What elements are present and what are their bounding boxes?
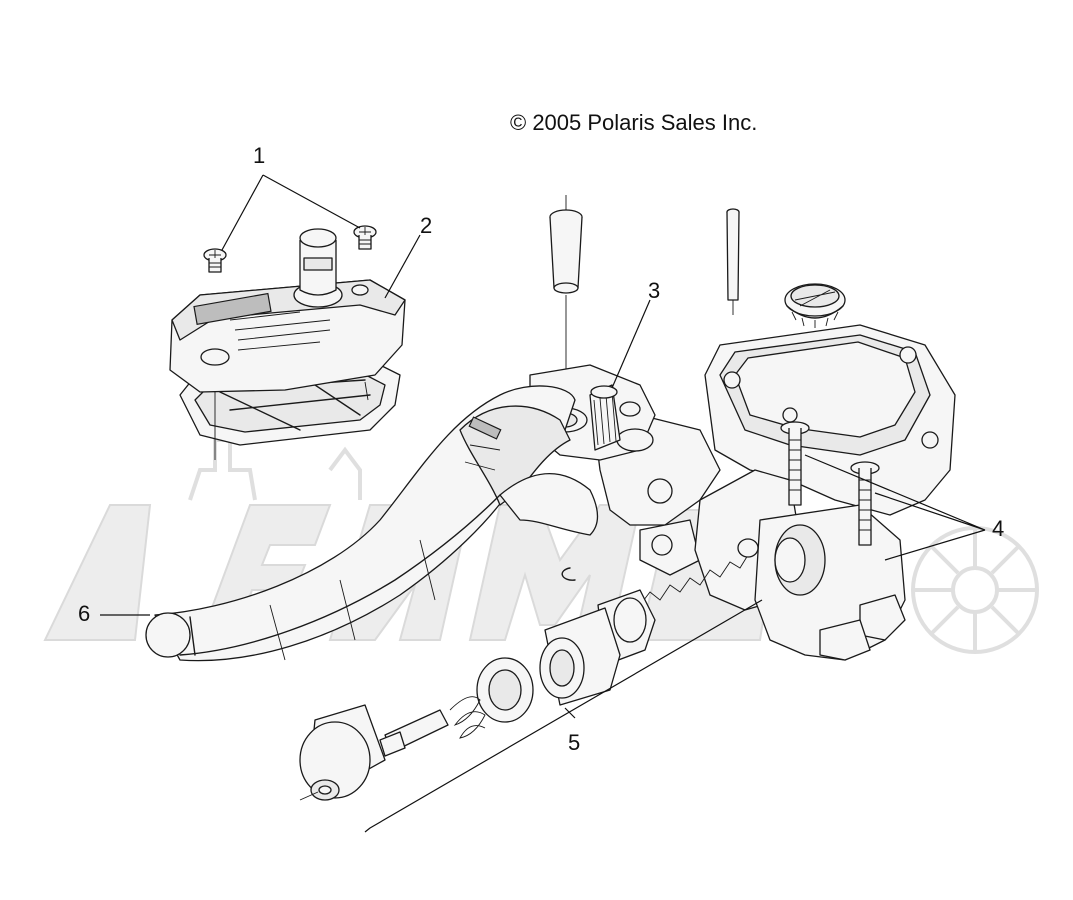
e-clip bbox=[561, 567, 576, 581]
push-rod-pin bbox=[726, 208, 740, 315]
callout-6: 6 bbox=[78, 601, 91, 626]
leader-4 bbox=[804, 454, 986, 561]
master-cylinder-body bbox=[594, 324, 956, 661]
brake-lever bbox=[145, 385, 599, 662]
screw-left bbox=[203, 248, 227, 273]
leader-2 bbox=[384, 234, 421, 299]
screw-right bbox=[353, 225, 377, 250]
reservoir-cap bbox=[784, 283, 846, 328]
bracket-5 bbox=[364, 599, 763, 833]
callout-4: 4 bbox=[992, 516, 1005, 541]
callout-3: 3 bbox=[648, 278, 661, 303]
callout-1: 1 bbox=[253, 143, 266, 168]
pivot-bolt bbox=[549, 195, 611, 396]
leader-3 bbox=[611, 299, 651, 389]
callout-5: 5 bbox=[568, 730, 581, 755]
copyright-notice: © 2005 Polaris Sales Inc. bbox=[510, 110, 758, 135]
leader-lines bbox=[100, 174, 986, 833]
reservoir-cover bbox=[169, 228, 406, 460]
callout-2: 2 bbox=[420, 213, 433, 238]
piston-assembly bbox=[299, 538, 759, 801]
leader-1 bbox=[221, 174, 361, 251]
